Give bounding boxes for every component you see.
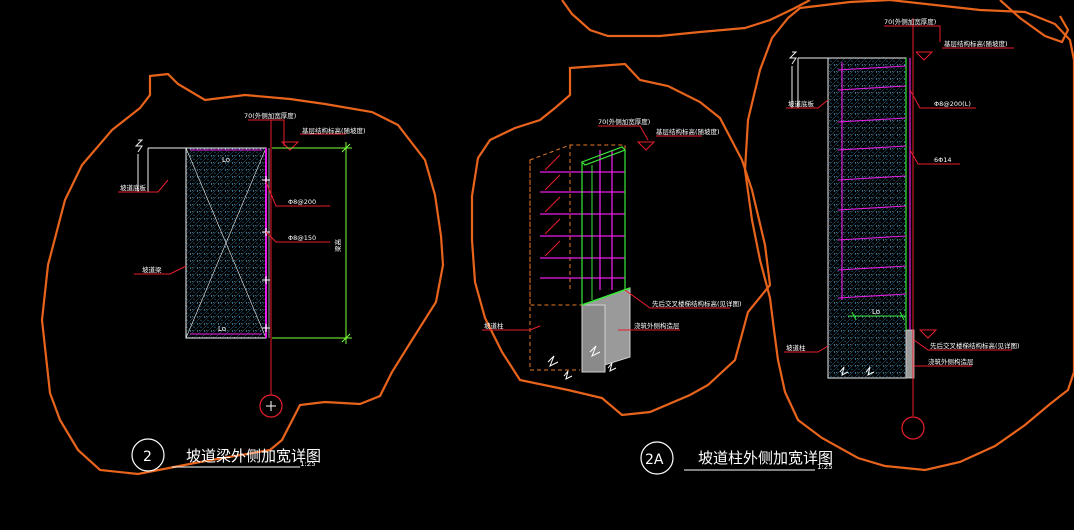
- lo-label-section: Lo: [872, 308, 880, 316]
- rebar-top-label: Φ8@200: [288, 198, 316, 206]
- column-section: [827, 57, 907, 379]
- revision-cloud-section: [743, 0, 1074, 472]
- detail-scale: 1:25: [300, 460, 316, 468]
- left-wall-label: 坡道底板: [120, 183, 147, 192]
- top-elev-label: 基层结构标高(随坡度): [302, 126, 366, 135]
- detail-number-circle-2a: [640, 441, 674, 475]
- left-col-label-2a: 坡道柱: [484, 321, 504, 330]
- top-elev-label-section: 基层结构标高(随坡度): [944, 39, 1008, 48]
- detail-title-2a: 坡道柱外侧加宽详图: [698, 449, 833, 467]
- revision-cloud-detail-2: [40, 72, 445, 476]
- detail-number: 2: [143, 449, 152, 465]
- detail-number-circle: [131, 438, 165, 472]
- dim-right-label: 梁高: [333, 239, 342, 253]
- left-beam-label: 坡道梁: [142, 265, 162, 274]
- detail-title: 坡道梁外侧加宽详图: [186, 447, 321, 465]
- bottom-elev-label-section: 先后交叉楼梯结构标高(见详图): [930, 341, 1020, 350]
- bottom-elev-label-2a: 先后交叉楼梯结构标高(见详图): [652, 299, 742, 308]
- top-thickness-label-section: 70(外侧加宽厚度): [884, 17, 936, 26]
- top-elev-label-2a: 基层结构标高(随坡度): [656, 127, 720, 136]
- detail-section: Lo 坡道底板 坡道柱 70(外侧加宽厚度) 基层结构标高(随坡度) Φ8@20…: [784, 17, 1020, 440]
- axis-bubble: [259, 394, 283, 418]
- lo-top-label: Lo: [222, 156, 230, 164]
- bottom-note-label-section: 浇筑外侧构造层: [928, 357, 974, 366]
- rebar-mid-label-section: 6Φ14: [934, 156, 952, 164]
- lo-bottom-label: Lo: [218, 325, 226, 333]
- revision-clouds: [40, 0, 1074, 476]
- detail-scale-2a: 1:25: [817, 463, 833, 471]
- detail-2: Lo Lo 坡道底板 坡道梁 70(外侧加宽厚度) 基层结构标高(随坡度) Φ8…: [118, 111, 366, 472]
- left-col-label-section: 坡道柱: [786, 343, 806, 352]
- bottom-note-label-2a: 浇筑外侧构造层: [634, 321, 680, 330]
- detail-2a: 70(外侧加宽厚度) 基层结构标高(随坡度) 先后交叉楼梯结构标高(见详图) 浇…: [482, 117, 833, 475]
- revision-cloud-detail-2a: [470, 62, 772, 417]
- detail-number-2a: 2A: [645, 452, 664, 468]
- top-thickness-label: 70(外侧加宽厚度): [244, 111, 296, 120]
- top-thickness-label-2a: 70(外侧加宽厚度): [598, 117, 650, 126]
- revision-cloud-top-arc: [561, 0, 811, 38]
- axis-bubble-section: [901, 416, 925, 440]
- rebar-mid-label: Φ8@150: [288, 234, 316, 242]
- left-wall-label-section: 坡道底板: [788, 99, 815, 108]
- revision-cloud-top-right: [999, 0, 1070, 44]
- rebar-top-label-section: Φ8@200(L): [934, 100, 971, 108]
